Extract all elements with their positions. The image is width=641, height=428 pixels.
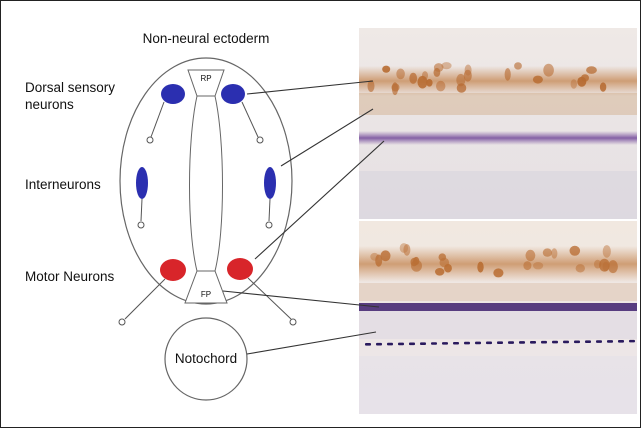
notochord-cell-dash bbox=[541, 341, 547, 344]
micrograph-bottom bbox=[359, 221, 637, 414]
micrograph-top bbox=[359, 28, 637, 219]
notochord-cell-dash bbox=[530, 341, 536, 344]
cell-nucleus bbox=[514, 62, 522, 69]
notochord-label: Notochord bbox=[175, 351, 237, 366]
dorsal-sensory-neuron-left bbox=[147, 84, 185, 143]
cell-nucleus bbox=[600, 82, 606, 91]
cell-nucleus bbox=[477, 262, 483, 273]
leader-notochord bbox=[247, 332, 376, 354]
notochord-cell-dash bbox=[365, 343, 371, 346]
cell-nucleus bbox=[465, 65, 472, 76]
notochord-cell-dash bbox=[574, 340, 580, 343]
cell-nucleus bbox=[523, 261, 531, 270]
cell-nucleus bbox=[436, 81, 445, 92]
title-non-neural-ectoderm: Non-neural ectoderm bbox=[143, 31, 270, 46]
cell-nucleus bbox=[594, 260, 601, 269]
cell-nucleus bbox=[570, 246, 581, 256]
cell-nucleus bbox=[422, 71, 428, 80]
cell-nucleus bbox=[457, 83, 467, 92]
notochord-cell-dash bbox=[618, 340, 624, 343]
cell-nucleus bbox=[586, 66, 597, 74]
cell-nucleus bbox=[533, 262, 543, 269]
notochord-cell-dash bbox=[607, 340, 613, 343]
leader-floor-plate bbox=[223, 291, 379, 307]
notochord-cell-dash bbox=[398, 343, 404, 346]
notochord-cell-dash bbox=[475, 342, 481, 345]
cell-nucleus bbox=[571, 79, 577, 89]
interneuron-right bbox=[264, 167, 276, 228]
notochord-cell-dash bbox=[508, 341, 514, 344]
cell-nucleus bbox=[382, 66, 390, 73]
notochord-cell-dash bbox=[552, 341, 558, 344]
label-dorsal-sensory-line2: neurons bbox=[25, 97, 74, 112]
cell-nucleus bbox=[392, 82, 398, 95]
notochord-cell-dash bbox=[420, 342, 426, 345]
cell-nucleus bbox=[435, 268, 444, 276]
notochord-cell-dash bbox=[563, 341, 569, 344]
cell-nucleus bbox=[551, 248, 557, 258]
notochord-cell-dash bbox=[464, 342, 470, 345]
label-dorsal-sensory-line1: Dorsal sensory bbox=[25, 80, 115, 95]
cell-nucleus bbox=[543, 64, 554, 77]
notochord-cell-dash bbox=[596, 340, 602, 343]
cell-nucleus bbox=[426, 79, 432, 87]
cell-nucleus bbox=[396, 69, 405, 80]
cell-nucleus bbox=[543, 248, 552, 256]
cell-nucleus bbox=[581, 74, 589, 81]
notochord-cell-dash bbox=[486, 342, 492, 345]
cell-nucleus bbox=[576, 264, 585, 272]
cell-nucleus bbox=[440, 258, 450, 267]
central-canal bbox=[190, 96, 223, 271]
motor-neuron-right bbox=[227, 258, 296, 325]
motor-neuron-left bbox=[119, 259, 186, 325]
cell-nucleus bbox=[400, 243, 408, 253]
notochord-cell-dash bbox=[387, 343, 393, 346]
cell-nucleus bbox=[411, 258, 418, 267]
label-motor-neurons: Motor Neurons bbox=[25, 269, 115, 284]
cell-nucleus bbox=[409, 73, 417, 84]
cell-nucleus bbox=[434, 68, 441, 77]
cell-nucleus bbox=[603, 245, 611, 258]
notochord-cell-dash bbox=[519, 341, 525, 344]
roof-plate-label: RP bbox=[200, 74, 211, 83]
leader-dorsal bbox=[247, 81, 373, 94]
cell-nucleus bbox=[533, 76, 543, 84]
notochord-cell-dash bbox=[431, 342, 437, 345]
cell-nucleus bbox=[441, 62, 451, 69]
cell-nucleus bbox=[505, 68, 511, 81]
notochord-cell-dash bbox=[442, 342, 448, 345]
cell-nucleus bbox=[526, 250, 536, 261]
notochord-cell-dash bbox=[497, 341, 503, 344]
cell-nucleus bbox=[493, 268, 503, 277]
label-interneurons: Interneurons bbox=[25, 177, 101, 192]
notochord-cell-dash bbox=[376, 343, 382, 346]
interneuron-left bbox=[136, 167, 148, 228]
notochord-cell-dash bbox=[453, 342, 459, 345]
notochord-cell-dash bbox=[409, 342, 415, 345]
notochord-cell-dash bbox=[629, 340, 635, 343]
cell-nucleus bbox=[375, 255, 382, 267]
notochord-cell-dash bbox=[585, 340, 591, 343]
floor-plate-label: FP bbox=[201, 290, 211, 299]
